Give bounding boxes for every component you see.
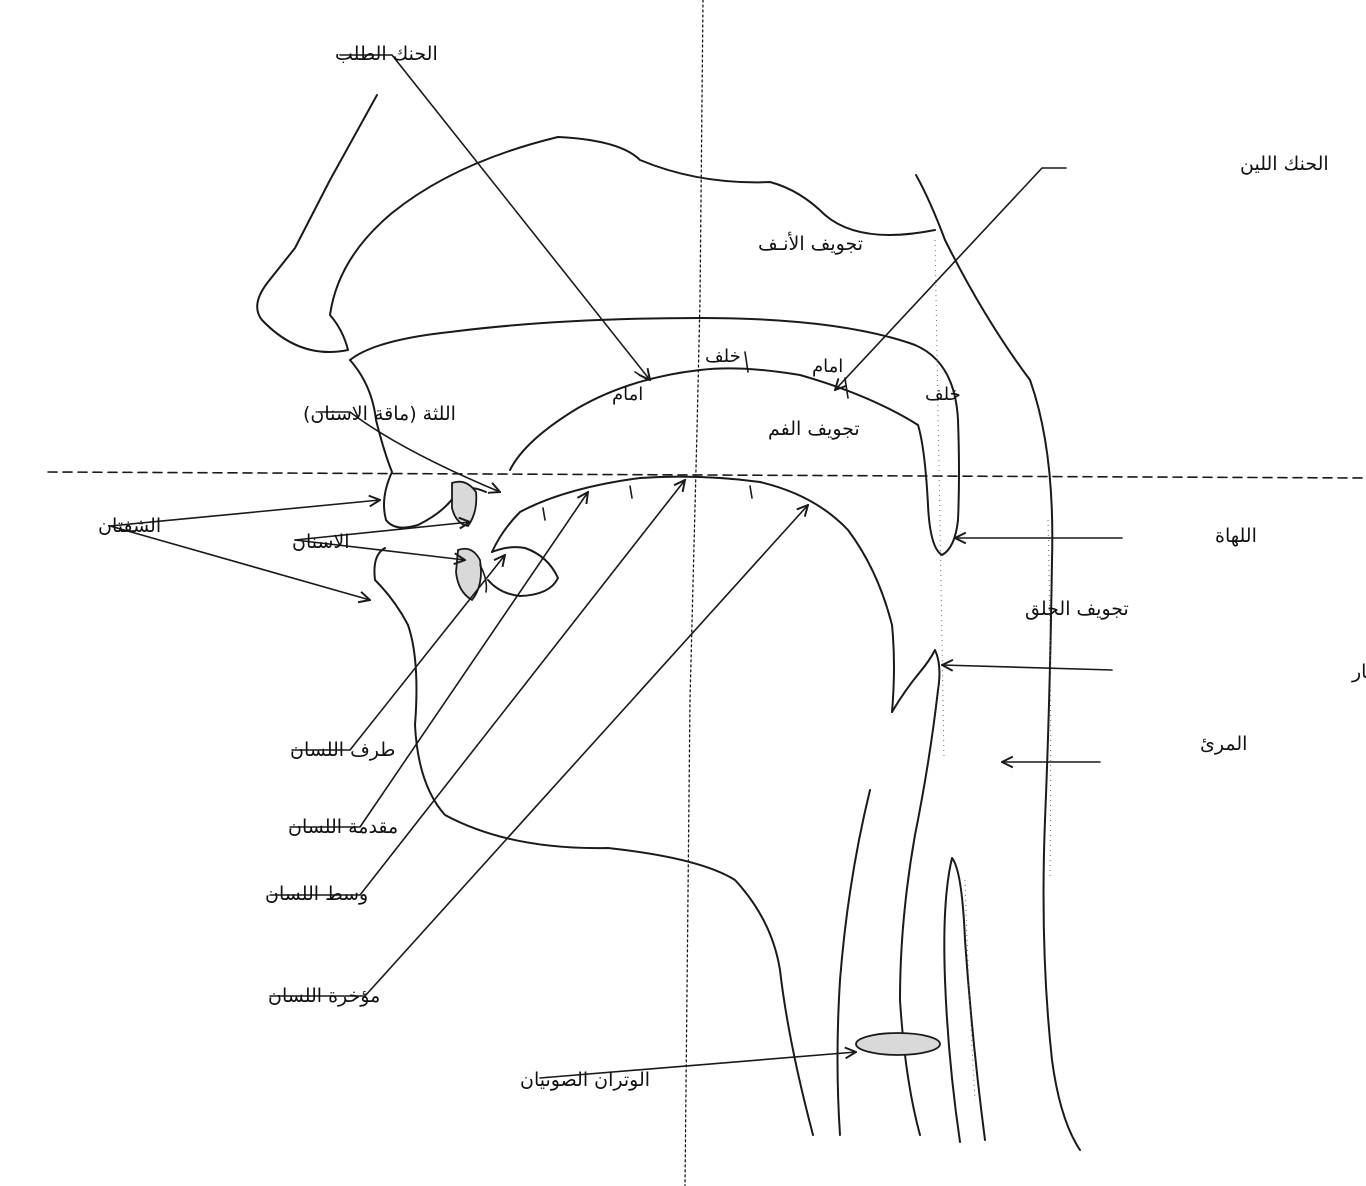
label-soft-palate: الحنك اللين [1240, 153, 1329, 175]
label-pharynx: تجويف الحلق [1025, 598, 1129, 620]
label-tongue-blade: مقدمة اللسان [288, 816, 398, 838]
upper-teeth [452, 482, 476, 526]
label-epiglottis: لسان المزمار [1351, 661, 1366, 683]
label-lips: الشفتان [98, 515, 161, 537]
leader-epiglottis [942, 665, 1112, 670]
label-front-soft-palate: امام [812, 356, 843, 377]
label-vocal-cords: الوتران الصوتيان [520, 1069, 650, 1091]
vocal-cords-shape [856, 1033, 940, 1055]
label-front-hard-palate: امام [612, 384, 643, 405]
label-uvula: اللهاة [1215, 525, 1257, 547]
label-teeth: الاسنان [292, 531, 350, 553]
label-back-soft-palate: خلف [925, 384, 961, 405]
label-back-hard-palate: خلف [705, 346, 741, 367]
label-alveolar-ridge: اللثة (ماقة الاسنان) [303, 403, 456, 425]
epiglottis-outline [892, 650, 939, 1135]
pharynx-back-wall [916, 175, 1080, 1150]
label-tongue-middle: وسط اللسان [265, 883, 368, 905]
label-nasal-cavity: تجويف الأنـف [758, 232, 863, 255]
labels-layer: الحنك الطلب الحنك اللين تجويف الأنـف خلف… [98, 43, 1366, 1091]
label-oral-cavity: تجويف الفم [768, 418, 860, 440]
label-tongue-back: مؤخرة اللسان [268, 985, 380, 1007]
pharynx-front-wall [838, 790, 871, 1135]
lower-teeth [456, 549, 481, 600]
label-esophagus: المرئ [1200, 733, 1247, 755]
leader-lines [110, 55, 1122, 1078]
label-hard-palate: الحنك الطلب [335, 43, 438, 65]
leader-soft-palate [835, 168, 1066, 390]
nose-outline [257, 95, 935, 352]
esophagus-outline [944, 858, 985, 1142]
label-tongue-tip: طرف اللسان [290, 739, 395, 761]
